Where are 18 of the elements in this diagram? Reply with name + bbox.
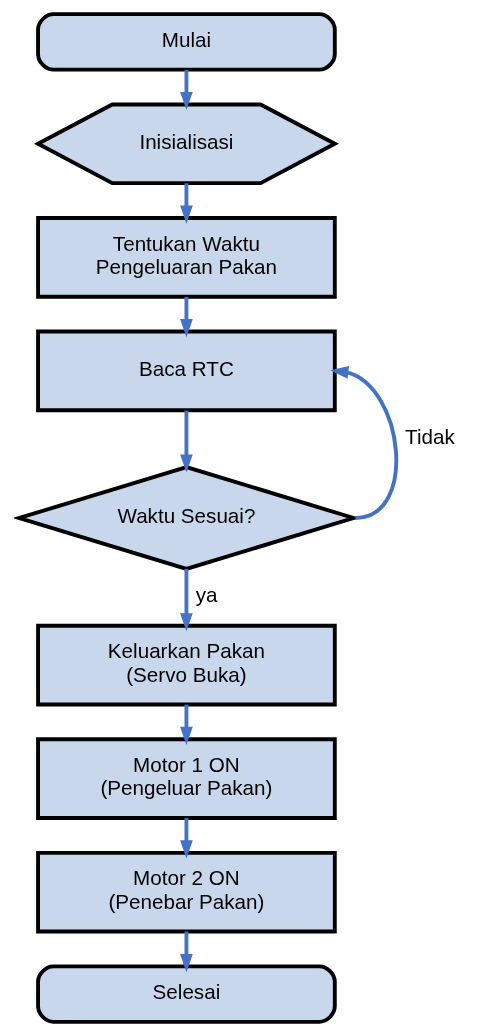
arrow — [179, 410, 193, 473]
arrow — [179, 931, 193, 972]
arrow — [179, 182, 193, 224]
node-box: Baca RTC — [35, 329, 337, 412]
node-box: Motor 2 ON (Penebar Pakan) — [35, 850, 337, 933]
arrow — [179, 817, 193, 858]
node-box: Tentukan Waktu Pengeluaran Pakan — [35, 215, 337, 299]
node-box: Motor 1 ON (Pengeluar Pakan) — [35, 736, 337, 820]
node-box: Keluarkan Pakan (Servo Buka) — [35, 623, 337, 706]
arrow — [179, 704, 193, 745]
edge-label: Tidak — [404, 424, 455, 448]
node-box: Selesai — [35, 963, 337, 1024]
node-box: Mulai — [35, 11, 337, 72]
arrow — [179, 69, 193, 110]
arrow — [329, 365, 398, 520]
arrow — [179, 296, 193, 337]
edge-label: ya — [195, 582, 218, 606]
arrow — [179, 568, 193, 631]
